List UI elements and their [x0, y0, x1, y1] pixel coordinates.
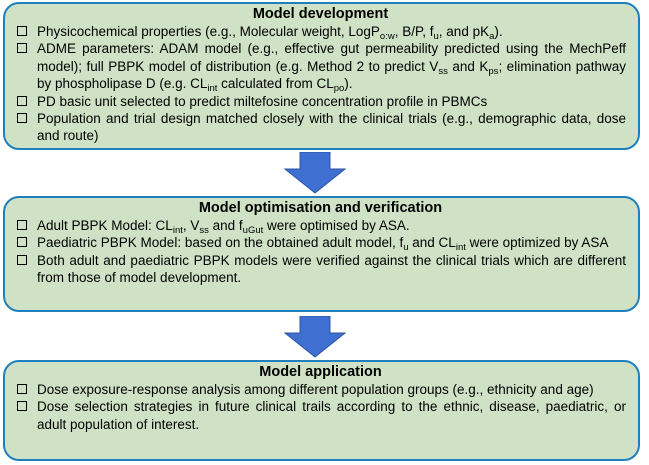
subscript-text: int	[455, 242, 466, 254]
item-text: and f	[208, 218, 243, 233]
item-text: ).	[494, 24, 503, 39]
item-text: Physicochemical properties (e.g., Molecu…	[37, 24, 380, 39]
bullet-item: Dose selection strategies in future clin…	[15, 398, 626, 433]
model-optimisation-title: Model optimisation and verification	[198, 200, 443, 216]
item-text: PD basic unit selected to predict miltef…	[37, 93, 488, 109]
bullet-item: Both adult and paediatric PBPK models we…	[15, 252, 626, 287]
bullet-item: ADME parameters: ADAM model (e.g., effec…	[15, 40, 626, 95]
model-optimisation-box: Model optimisation and verification Adul…	[3, 196, 640, 312]
bullet-item: Adult PBPK Model: CLint, Vss and fuGut w…	[15, 217, 626, 236]
subscript-text: o:w	[379, 31, 395, 42]
item-text: , and pK	[438, 24, 490, 39]
empty-checkbox-icon	[17, 43, 27, 54]
item-text: Population and trial design matched clos…	[37, 111, 626, 144]
subscript-text: u	[403, 242, 409, 254]
empty-checkbox-icon	[17, 26, 27, 36]
model-development-title: Model development	[252, 6, 389, 22]
empty-checkbox-icon	[17, 254, 27, 265]
empty-checkbox-icon	[17, 113, 27, 124]
bullet-item: Physicochemical properties (e.g., Molecu…	[15, 23, 626, 42]
down-arrow-icon	[284, 316, 346, 358]
subscript-text: ps	[488, 65, 499, 77]
bullet-item: PD basic unit selected to predict miltef…	[15, 93, 626, 110]
subscript-text: int	[172, 225, 183, 236]
bullet-item: Paediatric PBPK Model: based on the obta…	[15, 234, 626, 254]
model-development-box: Model development Physicochemical proper…	[3, 2, 640, 150]
item-text: ).	[344, 76, 353, 92]
item-text: , B/P, f	[394, 24, 434, 39]
item-text: Adult PBPK Model: CL	[37, 218, 173, 233]
bullet-item: Population and trial design matched clos…	[15, 110, 626, 145]
item-text: were optimised by ASA.	[263, 218, 410, 233]
item-text: Dose selection strategies in future clin…	[37, 399, 626, 432]
item-text: , V	[182, 218, 200, 233]
item-text: ; elimination pathway by phospholipase D…	[37, 58, 626, 92]
empty-checkbox-icon	[17, 220, 27, 230]
down-arrow-icon	[284, 152, 346, 194]
model-application-box: Model application Dose exposure-response…	[3, 360, 640, 461]
subscript-text: ss	[199, 225, 209, 236]
bullet-item: Dose exposure-response analysis among di…	[15, 381, 626, 398]
model-development-list: Physicochemical properties (e.g., Molecu…	[15, 23, 626, 145]
arrow-shape	[284, 316, 346, 358]
item-text: were optimized by ASA	[465, 235, 609, 251]
model-application-list: Dose exposure-response analysis among di…	[15, 381, 626, 433]
model-application-title: Model application	[259, 364, 382, 380]
subscript-text: int	[207, 83, 218, 95]
item-text: and K	[447, 58, 489, 74]
subscript-text: po	[333, 83, 345, 95]
empty-checkbox-icon	[17, 384, 27, 394]
subscript-text: u	[433, 31, 439, 42]
arrow-shape	[284, 152, 346, 194]
model-optimisation-list: Adult PBPK Model: CLint, Vss and fuGut w…	[15, 217, 626, 287]
item-text: Dose exposure-response analysis among di…	[37, 382, 594, 397]
item-text: Both adult and paediatric PBPK models we…	[37, 252, 626, 286]
empty-checkbox-icon	[17, 95, 27, 106]
item-text: calculated from CL	[217, 76, 334, 92]
item-text: and CL	[408, 235, 456, 251]
subscript-text: uGut	[242, 225, 264, 236]
item-text: ADME parameters: ADAM model (e.g., effec…	[37, 41, 626, 74]
subscript-text: ss	[438, 65, 448, 77]
empty-checkbox-icon	[17, 401, 27, 412]
subscript-text: a	[489, 31, 495, 42]
item-text: Paediatric PBPK Model: based on the obta…	[37, 235, 404, 251]
empty-checkbox-icon	[17, 237, 27, 248]
